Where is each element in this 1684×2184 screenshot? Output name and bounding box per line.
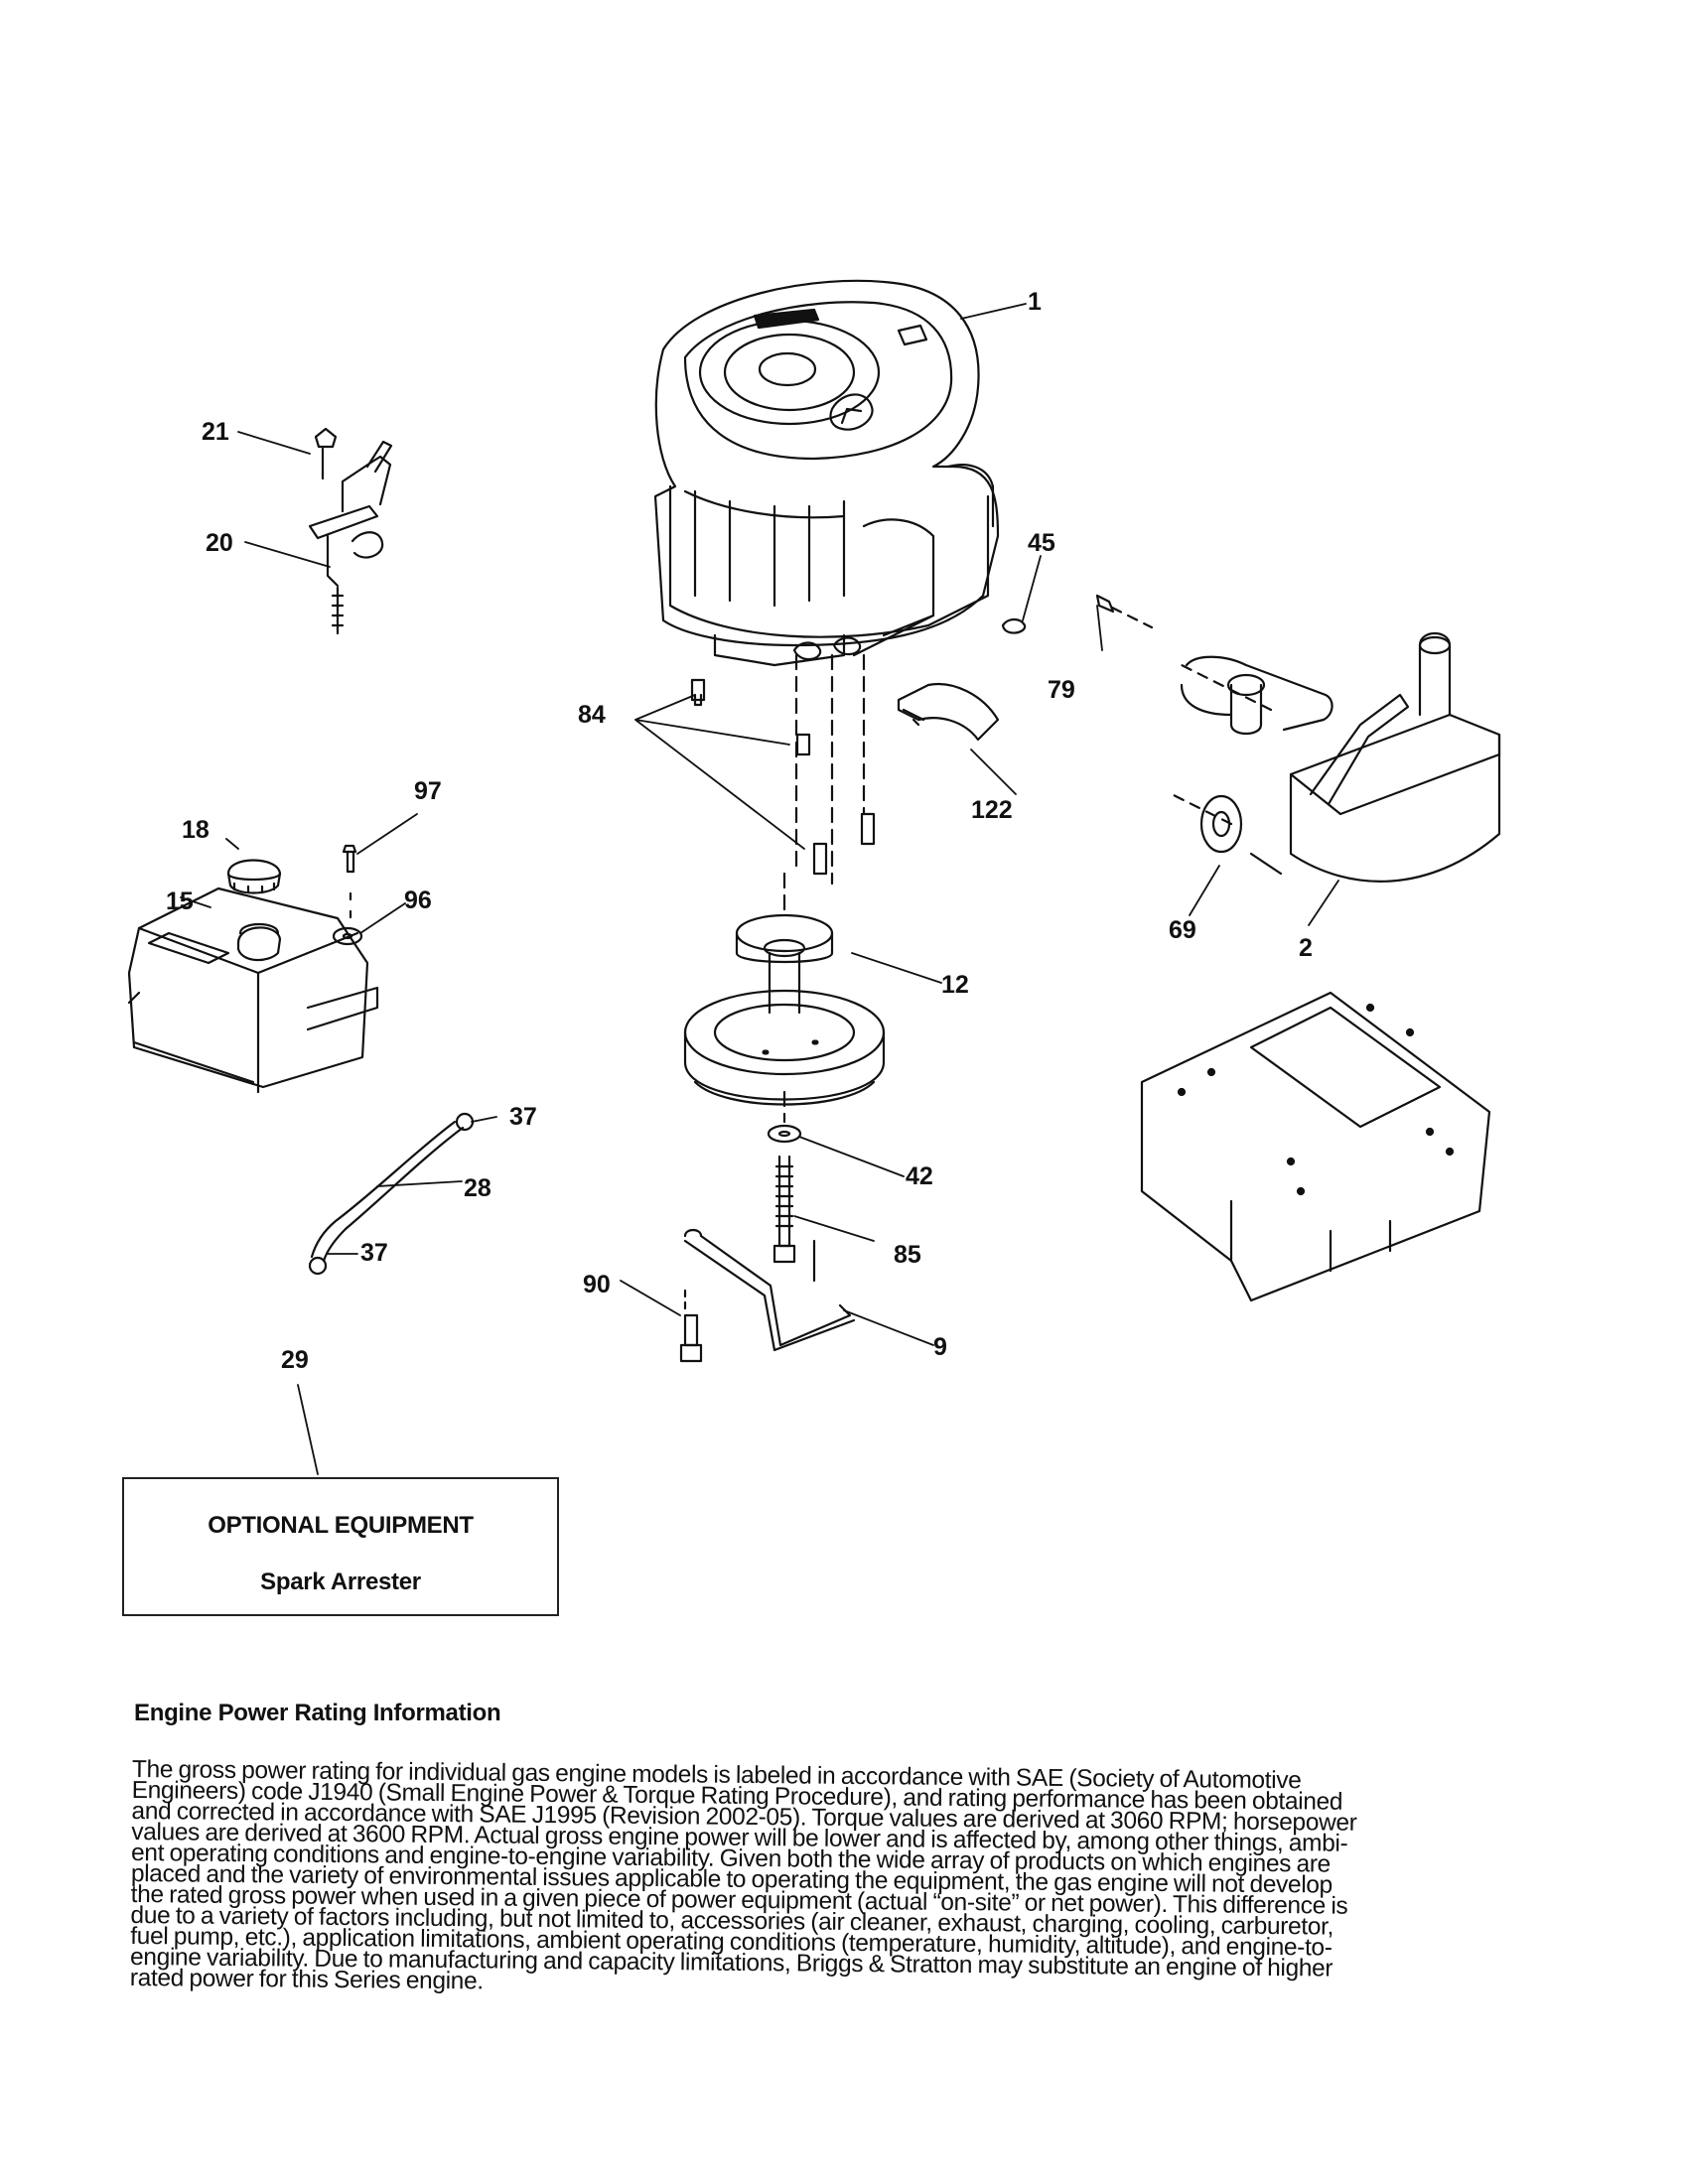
washer-screw-drawing <box>332 844 363 946</box>
callout-69: 69 <box>1169 916 1196 944</box>
optional-equipment-title: OPTIONAL EQUIPMENT <box>208 1512 474 1539</box>
callout-42: 42 <box>906 1162 933 1190</box>
callout-122: 122 <box>971 796 1013 824</box>
engine-power-rating-heading: Engine Power Rating Information <box>134 1700 501 1726</box>
callout-84: 84 <box>578 701 606 729</box>
callout-9: 9 <box>933 1333 947 1361</box>
callout-labels: 1 21 20 45 79 84 122 97 18 96 15 69 2 12… <box>166 288 1313 1374</box>
callout-28: 28 <box>464 1174 491 1202</box>
heat-shield-drawing <box>897 682 1000 742</box>
callout-20: 20 <box>206 529 233 557</box>
leader-lines <box>180 303 1339 1475</box>
callout-1: 1 <box>1028 288 1042 316</box>
callout-37-top: 37 <box>509 1103 537 1131</box>
callout-96: 96 <box>404 887 432 914</box>
muffler-drawing <box>1001 594 1501 883</box>
pulley-drawing <box>683 913 886 1106</box>
callout-85: 85 <box>894 1241 921 1269</box>
engine-drawing <box>653 279 1000 667</box>
lower-hardware-drawing <box>679 1124 856 1363</box>
callout-15: 15 <box>166 887 194 915</box>
callout-29: 29 <box>281 1346 309 1374</box>
callout-90: 90 <box>583 1271 611 1298</box>
callout-18: 18 <box>182 816 210 844</box>
bolts-drawing <box>690 653 876 1124</box>
fuel-line-drawing <box>308 1112 475 1276</box>
engine-mount-plate-drawing <box>1140 991 1491 1302</box>
throttle-control-drawing <box>308 427 393 635</box>
callout-45: 45 <box>1028 529 1055 557</box>
callout-21: 21 <box>202 418 229 446</box>
fuel-tank-drawing <box>127 859 379 1094</box>
callout-97: 97 <box>414 777 442 805</box>
optional-equipment-item: Spark Arrester <box>260 1569 421 1595</box>
engine-power-rating-text: The gross power rating for individual ga… <box>130 1756 1517 2001</box>
optional-equipment-box: OPTIONAL EQUIPMENT Spark Arrester <box>122 1477 559 1616</box>
callout-2: 2 <box>1299 934 1313 962</box>
callout-37-bottom: 37 <box>360 1239 388 1267</box>
callout-12: 12 <box>941 971 969 999</box>
callout-79: 79 <box>1048 676 1075 704</box>
